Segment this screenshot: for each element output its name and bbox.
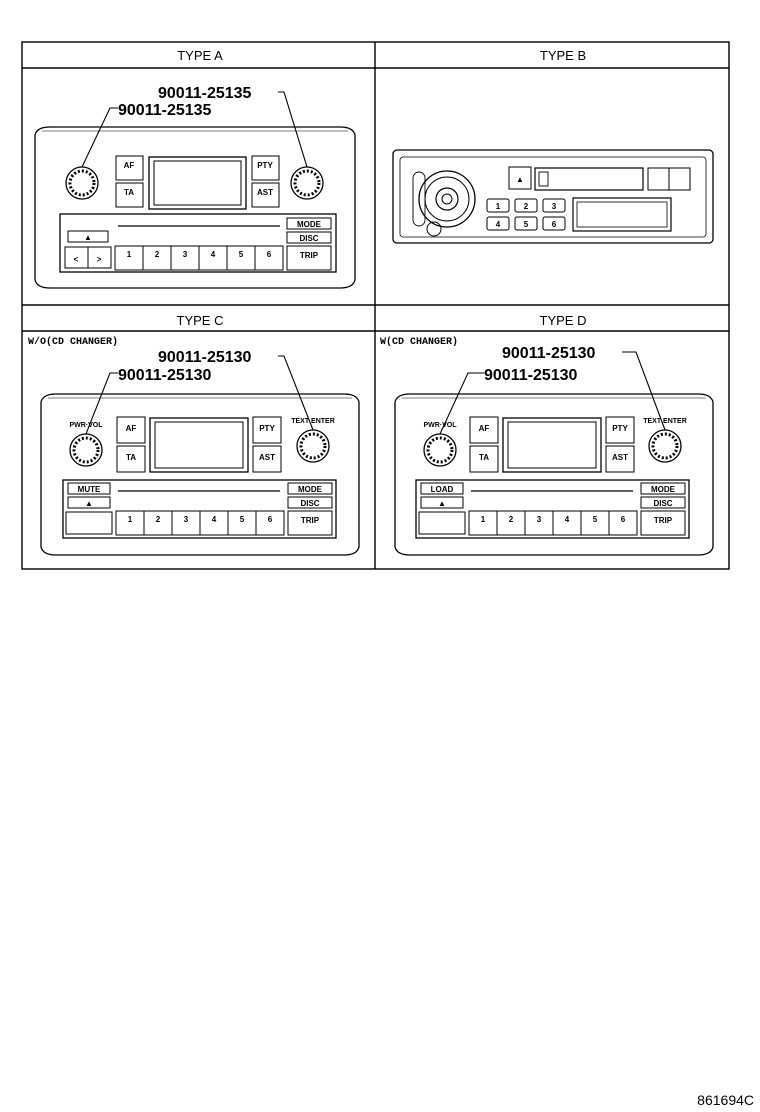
a-preset-6: 6 xyxy=(267,250,272,259)
b-preset-4: 4 xyxy=(496,220,501,229)
a-ta-button-label: TA xyxy=(124,188,134,197)
d-ast-button-label: AST xyxy=(612,453,628,462)
grid-frame xyxy=(21,41,730,570)
type-a-part-number-outer: 90011-25135 xyxy=(158,85,252,102)
d-af-button-label: AF xyxy=(479,424,490,433)
c-knob-left-label: PWR·VOL xyxy=(69,422,103,429)
type-c-part-number-outer: 90011-25130 xyxy=(158,349,252,366)
d-knob-left-label: PWR·VOL xyxy=(423,422,457,429)
d-preset-2: 2 xyxy=(509,515,514,524)
c-preset-2: 2 xyxy=(156,515,161,524)
c-disc-button-label: DISC xyxy=(300,499,319,508)
a-mode-button-label: MODE xyxy=(297,220,322,229)
type-d-leader-right xyxy=(622,351,666,431)
d-mode-button-label: MODE xyxy=(651,485,676,494)
b-preset-grid: 1 2 3 4 5 6 xyxy=(486,198,566,231)
type-d-part-number-inner: 90011-25130 xyxy=(484,367,578,384)
header-type-a: TYPE A xyxy=(177,48,223,63)
d-disc-button-label: DISC xyxy=(653,499,672,508)
d-preset-4: 4 xyxy=(565,515,570,524)
d-preset-1: 1 xyxy=(481,515,486,524)
c-trip-button-label: TRIP xyxy=(301,516,320,525)
a-arrow-left: < xyxy=(74,255,79,264)
radio-type-a: AF TA PTY AST ▲ < > MODE DISC 1 xyxy=(34,126,356,289)
c-preset-1: 1 xyxy=(128,515,133,524)
d-ta-button-label: TA xyxy=(479,453,489,462)
c-knob-left xyxy=(69,433,103,467)
a-ast-button-label: AST xyxy=(257,188,273,197)
note-type-d: W(CD CHANGER) xyxy=(380,336,458,348)
d-load-button-label: LOAD xyxy=(431,485,454,494)
header-type-b: TYPE B xyxy=(540,48,586,63)
d-preset-6: 6 xyxy=(621,515,626,524)
b-knob-cluster xyxy=(412,170,476,237)
c-preset-4: 4 xyxy=(212,515,217,524)
d-knob-right-label: TEXT ENTER xyxy=(643,418,687,425)
a-preset-4: 4 xyxy=(211,250,216,259)
a-preset-3: 3 xyxy=(183,250,188,259)
type-a-part-number-inner: 90011-25135 xyxy=(118,102,212,119)
d-pty-button-label: PTY xyxy=(612,424,628,433)
c-knob-right-label: TEXT ENTER xyxy=(291,418,335,425)
b-preset-2: 2 xyxy=(524,202,529,211)
d-knob-left xyxy=(423,433,457,467)
c-ast-button-label: AST xyxy=(259,453,275,462)
a-pty-button-label: PTY xyxy=(257,161,273,170)
c-pty-button-label: PTY xyxy=(259,424,275,433)
d-preset-row: 1 2 3 4 5 6 xyxy=(468,510,638,536)
a-preset-2: 2 xyxy=(155,250,160,259)
a-trip-button-label: TRIP xyxy=(300,251,319,260)
note-type-c: W/O(CD CHANGER) xyxy=(28,336,118,348)
type-a-leader-left xyxy=(81,107,118,168)
a-preset-1: 1 xyxy=(127,250,132,259)
header-type-d: TYPE D xyxy=(540,313,587,328)
a-af-button-label: AF xyxy=(124,161,135,170)
knob-left xyxy=(65,166,99,200)
header-type-c: TYPE C xyxy=(177,313,224,328)
d-knob-right xyxy=(648,429,682,463)
radio-type-d: PWR·VOL TEXT ENTER AF TA PTY AST LOAD ▲ … xyxy=(394,393,714,556)
b-preset-3: 3 xyxy=(552,202,557,211)
radio-type-c: PWR·VOL TEXT ENTER AF TA PTY AST MUTE ▲ … xyxy=(40,393,360,556)
c-preset-row: 1 2 3 4 5 6 xyxy=(115,510,285,536)
type-c-leader-left xyxy=(85,372,118,435)
c-knob-right xyxy=(296,429,330,463)
b-preset-6: 6 xyxy=(552,220,557,229)
a-preset-row: 1 2 3 4 5 6 xyxy=(114,245,284,271)
c-mode-button-label: MODE xyxy=(298,485,323,494)
drawing-number: 861694C xyxy=(697,1092,754,1108)
knob-right xyxy=(290,166,324,200)
d-eject-symbol: ▲ xyxy=(438,499,446,508)
b-eject-symbol: ▲ xyxy=(516,175,524,184)
c-preset-6: 6 xyxy=(268,515,273,524)
type-c-part-number-inner: 90011-25130 xyxy=(118,367,212,384)
a-disc-button-label: DISC xyxy=(299,234,318,243)
type-a-leader-right xyxy=(278,91,308,168)
a-preset-5: 5 xyxy=(239,250,244,259)
c-mute-button-label: MUTE xyxy=(78,485,101,494)
d-preset-5: 5 xyxy=(593,515,598,524)
c-eject-symbol: ▲ xyxy=(85,499,93,508)
type-d-leader-left xyxy=(439,372,484,435)
b-preset-1: 1 xyxy=(496,202,501,211)
type-d-part-number-outer: 90011-25130 xyxy=(502,345,596,362)
c-af-button-label: AF xyxy=(126,424,137,433)
radio-type-b: ▲ 1 2 3 4 5 6 xyxy=(392,149,714,244)
c-preset-3: 3 xyxy=(184,515,189,524)
d-trip-button-label: TRIP xyxy=(654,516,673,525)
type-c-leader-right xyxy=(278,355,314,431)
a-eject-symbol: ▲ xyxy=(84,233,92,242)
a-arrow-right: > xyxy=(97,255,102,264)
c-ta-button-label: TA xyxy=(126,453,136,462)
d-preset-3: 3 xyxy=(537,515,542,524)
c-preset-5: 5 xyxy=(240,515,245,524)
b-preset-5: 5 xyxy=(524,220,529,229)
